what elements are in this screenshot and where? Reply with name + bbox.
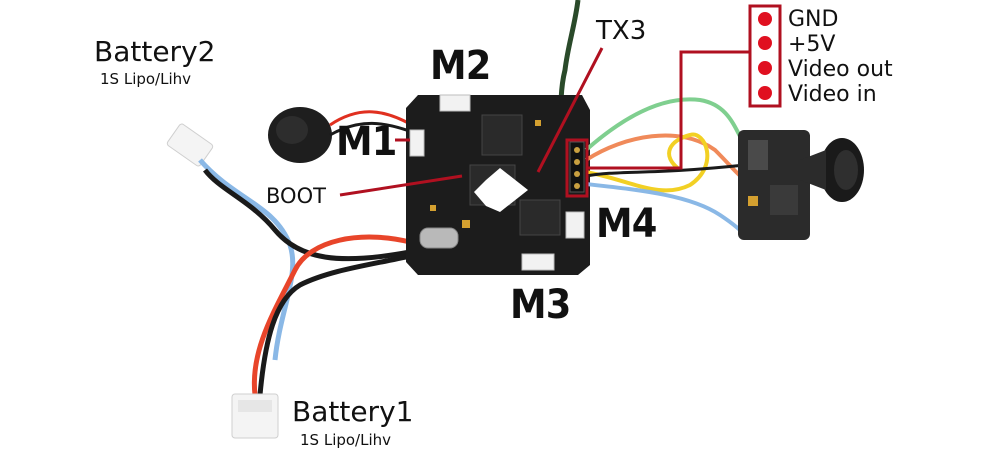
m4-label: M4 xyxy=(596,201,657,247)
m2-label: M2 xyxy=(430,43,491,89)
pin-label-video-out: Video out xyxy=(788,57,893,82)
battery2-label: Battery2 xyxy=(94,35,216,68)
buzzer xyxy=(268,107,413,163)
m3-label: M3 xyxy=(510,282,571,328)
battery2-wire-black xyxy=(203,168,411,262)
camera-wire-black xyxy=(585,163,746,178)
battery2-connector xyxy=(166,123,214,167)
pin-label-5v: +5V xyxy=(788,32,836,57)
flight-controller-board xyxy=(406,94,590,275)
pin-label-video-in: Video in xyxy=(788,82,877,107)
pinout-leader xyxy=(587,50,750,170)
battery1-connector xyxy=(231,393,279,439)
pinout-box xyxy=(748,4,782,108)
camera-wire-yellow xyxy=(585,132,710,193)
pin-dot xyxy=(758,12,772,26)
receiver-wire xyxy=(557,0,581,111)
tx3-pointer xyxy=(536,47,604,173)
battery1-wire-red xyxy=(251,234,411,396)
battery1-wire-black xyxy=(257,253,411,396)
boot-label: BOOT xyxy=(266,184,326,208)
battery1-label: Battery1 xyxy=(292,395,414,428)
pin-dot xyxy=(758,86,772,100)
battery1-sublabel: 1S Lipo/Lihv xyxy=(300,431,392,449)
pin-dot xyxy=(758,36,772,50)
battery2-sublabel: 1S Lipo/Lihv xyxy=(100,70,192,88)
tx3-label: TX3 xyxy=(596,16,647,46)
pin-dot xyxy=(758,61,772,75)
boot-pointer xyxy=(339,174,463,197)
camera-wire-green xyxy=(584,97,747,152)
pin-label-gnd: GND xyxy=(788,7,839,32)
m1-label: M1 xyxy=(336,119,397,165)
fpv-camera xyxy=(738,130,864,240)
